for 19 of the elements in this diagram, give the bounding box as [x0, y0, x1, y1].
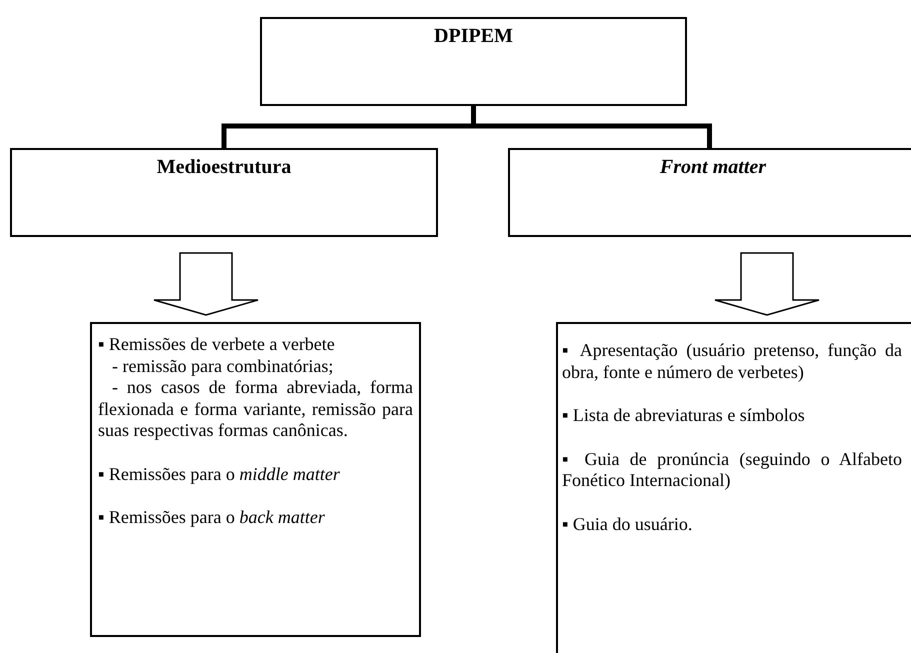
box-heading: DPIPEM: [433, 26, 514, 48]
content-box: [556, 322, 911, 653]
box-heading: Medioestrutura: [156, 157, 292, 178]
list-item-text: ▪ Guia do usuário.: [562, 514, 694, 535]
block-arrow: [714, 252, 820, 316]
list-item-text: - remissão para combinatórias;: [111, 356, 334, 377]
box-heading: Front matter: [658, 157, 768, 178]
category-box: [508, 148, 911, 237]
list-item-text: ▪ Remissões para o back matter: [98, 507, 326, 528]
root-box: [260, 17, 687, 106]
list-item-text: ▪ Apresentação (usuário pretenso, função da obra, fonte e número de verbetes): [562, 340, 902, 383]
list-item-text: ▪ Remissões de verbete a verbete: [98, 334, 336, 356]
list-item-text: - nos casos de forma abreviada, forma flexionada e forma variante, remissão para suas respectivas formas canônicas.: [98, 377, 413, 442]
list-item-text: ▪ Guia de pronúncia (seguindo o Alfabeto Fonético Internacional): [562, 448, 902, 492]
block-arrow: [153, 252, 259, 316]
list-item-text: ▪ Remissões para o middle matter: [98, 464, 341, 485]
content-box: [90, 322, 421, 637]
list-item-text: ▪ Lista de abreviaturas e símbolos: [562, 405, 806, 426]
category-box: [10, 148, 438, 237]
